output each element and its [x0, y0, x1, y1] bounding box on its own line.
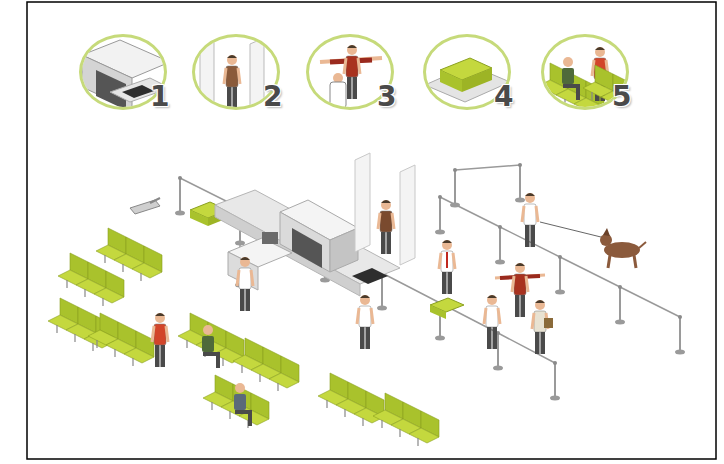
- callout-number: 5: [612, 83, 631, 111]
- callout-circle: 3: [306, 34, 394, 110]
- callout-number: 2: [263, 83, 282, 111]
- callout-circle: 5: [541, 34, 629, 110]
- callout-circle: 1: [79, 34, 167, 110]
- callout-circle: 4: [423, 34, 511, 110]
- callout-number: 1: [150, 83, 169, 111]
- callout-number: 4: [494, 83, 513, 111]
- callout-circle: 2: [192, 34, 280, 110]
- callout-number: 3: [377, 83, 396, 111]
